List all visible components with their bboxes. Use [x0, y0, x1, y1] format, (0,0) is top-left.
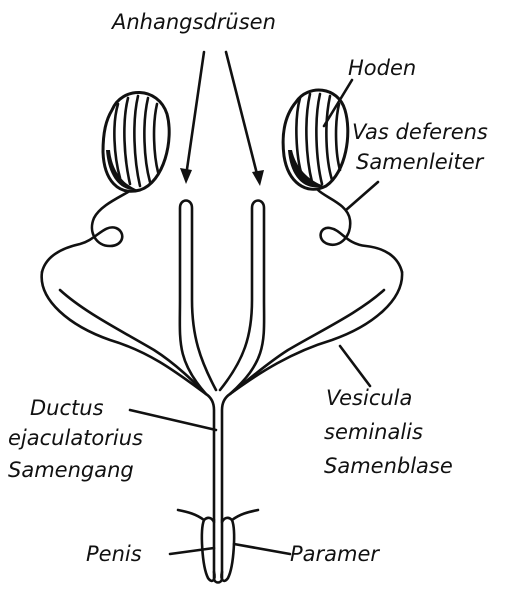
gland-left — [180, 201, 216, 395]
paramer-right — [221, 518, 234, 581]
gland-right — [220, 201, 264, 395]
label-ejaculatorius: ejaculatorius — [8, 426, 143, 450]
label-paramer: Paramer — [290, 542, 379, 566]
label-hoden: Hoden — [348, 56, 416, 80]
label-vesicula: Vesicula — [326, 386, 412, 410]
label-samenleiter: Samenleiter — [356, 150, 483, 174]
ductus-ejaculatorius — [206, 394, 230, 520]
label-seminalis: seminalis — [324, 420, 423, 444]
vas-deferens-left — [42, 192, 128, 272]
label-vas-deferens: Vas deferens — [352, 120, 488, 144]
testis-left — [103, 92, 169, 191]
vas-deferens-right — [318, 190, 402, 272]
label-samenblase: Samenblase — [324, 454, 453, 478]
label-anhangsdruesen: Anhangsdrüsen — [112, 10, 276, 34]
label-samengang: Samengang — [8, 458, 134, 482]
label-ductus: Ductus — [30, 396, 104, 420]
label-penis: Penis — [86, 542, 142, 566]
